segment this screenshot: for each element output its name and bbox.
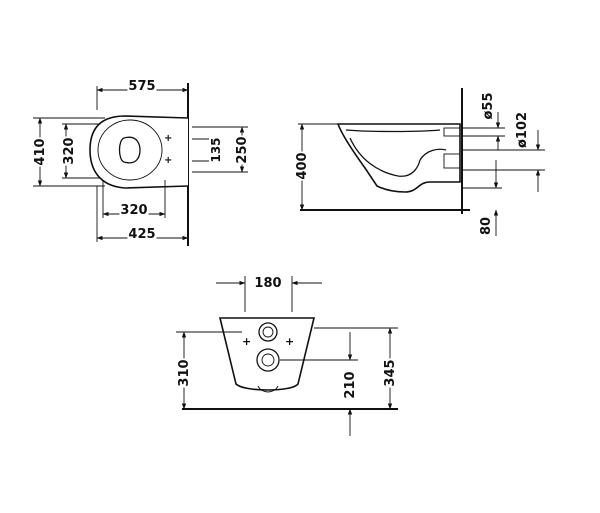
bowl-opening-top xyxy=(118,136,141,164)
dim-label-102: ø102 xyxy=(515,112,530,148)
label-mask xyxy=(383,358,398,388)
dim-label-575: 575 xyxy=(128,79,155,94)
fixing-cross-rear-left: + xyxy=(242,335,251,348)
dim-label-400: 400 xyxy=(295,152,310,179)
label-mask xyxy=(235,135,250,165)
fixing-cross-2: + xyxy=(164,155,172,166)
outlet-pipe-side xyxy=(443,153,461,169)
inlet-pipe-side xyxy=(443,127,461,137)
label-mask xyxy=(127,79,157,94)
dim-label-310: 310 xyxy=(177,359,192,386)
label-mask xyxy=(177,358,192,388)
bowl-rim-side xyxy=(345,129,441,133)
label-mask xyxy=(343,370,358,400)
inlet-hole-rear xyxy=(258,322,278,342)
fixing-cross-1: + xyxy=(164,133,172,144)
outlet-hole-inner xyxy=(261,353,275,367)
outlet-hole-rear xyxy=(256,348,280,372)
label-mask xyxy=(127,227,157,242)
label-mask xyxy=(253,276,283,291)
fixing-cross-rear-right: + xyxy=(285,335,294,348)
label-mask xyxy=(479,215,494,237)
rear-view: + + 180 310 210 345 xyxy=(176,276,398,436)
rear-bottom-curve xyxy=(257,385,279,393)
inlet-hole-inner xyxy=(262,326,274,338)
label-mask xyxy=(295,151,310,181)
label-mask xyxy=(33,137,48,167)
side-view: 400 ø55 ø102 80 xyxy=(295,88,545,237)
bowl-outline-top xyxy=(89,115,189,189)
label-mask xyxy=(515,110,530,150)
bowl-trap-side xyxy=(349,137,421,177)
dim-label-210: 210 xyxy=(343,371,358,398)
dim-label-345: 345 xyxy=(383,359,398,386)
label-mask xyxy=(62,136,77,166)
dim-label-425: 425 xyxy=(128,227,155,242)
label-mask xyxy=(119,203,149,218)
dim-label-320-vertical: 320 xyxy=(62,137,77,164)
bowl-rim-top xyxy=(97,119,163,181)
dim-label-55: ø55 xyxy=(481,92,496,119)
dim-label-180: 180 xyxy=(254,276,281,291)
dim-label-135: 135 xyxy=(209,137,223,162)
bowl-body-side xyxy=(336,123,461,193)
dim-label-320-horizontal: 320 xyxy=(120,203,147,218)
dim-label-250: 250 xyxy=(235,136,250,163)
label-mask xyxy=(209,136,223,164)
dim-label-410: 410 xyxy=(33,138,48,165)
dim-label-80: 80 xyxy=(479,217,494,235)
label-mask xyxy=(481,91,496,121)
top-view: + + 575 410 320 320 425 135 250 xyxy=(33,79,250,246)
bowl-outlet-side xyxy=(419,148,447,161)
